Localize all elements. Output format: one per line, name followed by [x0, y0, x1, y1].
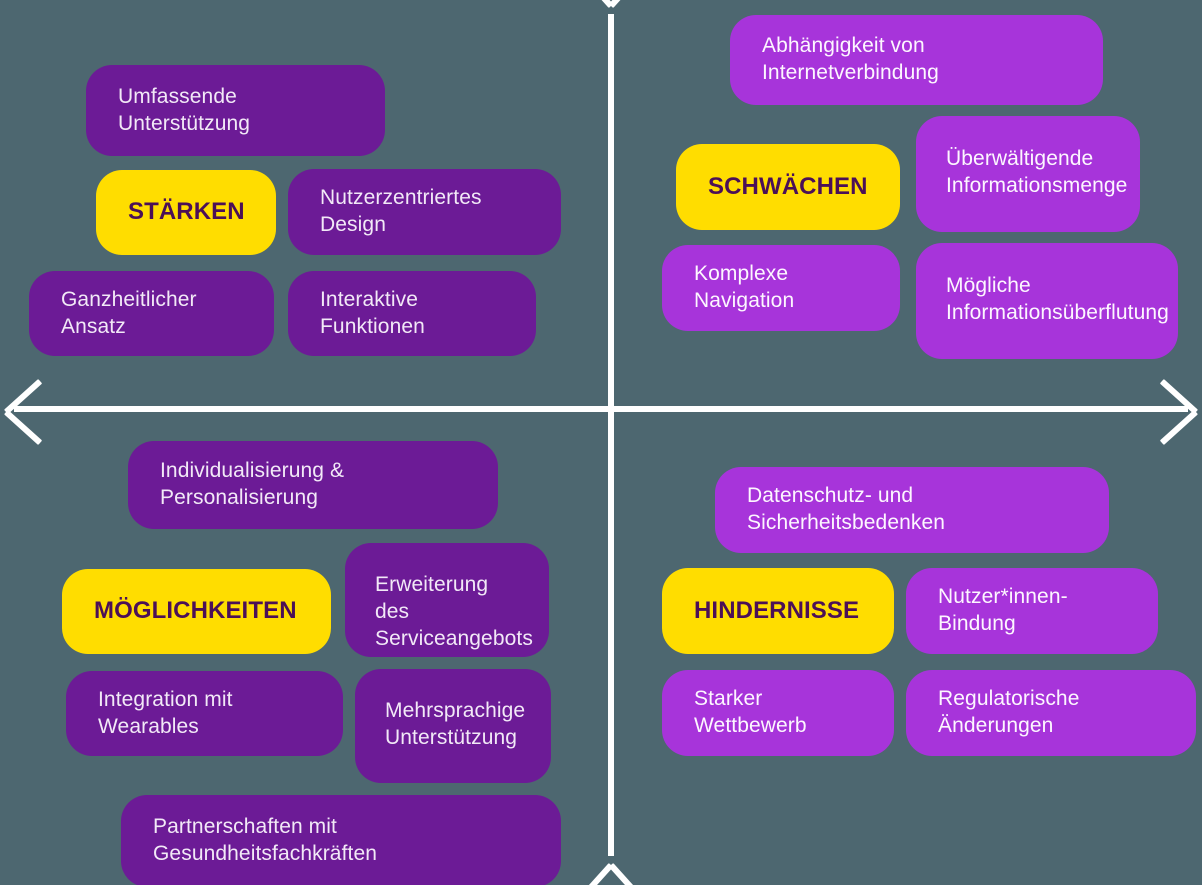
- swot-item-strength-3[interactable]: Ganzheitlicher Ansatz: [29, 271, 274, 356]
- swot-item-threat-4[interactable]: Regulatorische Änderungen: [906, 670, 1196, 756]
- swot-quadrant-label-strengths[interactable]: STÄRKEN: [96, 170, 276, 255]
- swot-item-label: Umfassende Unterstützung: [118, 84, 251, 135]
- swot-item-strength-1[interactable]: Umfassende Unterstützung: [86, 65, 385, 156]
- swot-item-opportunity-1[interactable]: Individualisierung & Personalisierung: [128, 441, 498, 529]
- swot-item-label: Mehrsprachige Unterstützung: [385, 699, 526, 749]
- swot-item-label: Überwältigende Informationsmenge: [946, 147, 1128, 197]
- swot-item-weakness-1[interactable]: Abhängigkeit von Internetverbindung: [730, 15, 1103, 105]
- swot-item-label: Komplexe Navigation: [694, 262, 795, 312]
- swot-item-weakness-4[interactable]: Mögliche Informationsüberflutung: [916, 243, 1178, 359]
- swot-item-label: Individualisierung & Personalisierung: [160, 459, 345, 509]
- swot-item-opportunity-5[interactable]: Partnerschaften mit Gesundheitsfachkräft…: [121, 795, 561, 885]
- swot-item-threat-3[interactable]: Starker Wettbewerb: [662, 670, 894, 756]
- swot-item-threat-2[interactable]: Nutzer*innen-Bindung: [906, 568, 1158, 654]
- swot-quadrant-label-weaknesses[interactable]: SCHWÄCHEN: [676, 144, 900, 230]
- swot-item-label: Regulatorische Änderungen: [938, 687, 1080, 737]
- swot-item-label: Ganzheitlicher Ansatz: [61, 287, 197, 338]
- swot-item-label: Partnerschaften mit Gesundheitsfachkräft…: [153, 815, 378, 865]
- vertical-axis-line: [608, 14, 614, 856]
- swot-item-strength-4[interactable]: Interaktive Funktionen: [288, 271, 536, 356]
- swot-item-weakness-2[interactable]: Überwältigende Informationsmenge: [916, 116, 1140, 232]
- horizontal-axis-line: [14, 406, 1188, 412]
- swot-item-weakness-3[interactable]: Komplexe Navigation: [662, 245, 900, 331]
- quadrant-label-text: STÄRKEN: [128, 198, 245, 226]
- swot-item-label: Erweiterung des Serviceangebots: [375, 573, 533, 650]
- swot-item-label: Integration mit Wearables: [98, 687, 233, 738]
- swot-item-label: Abhängigkeit von Internetverbindung: [762, 34, 939, 84]
- swot-item-label: Datenschutz- und Sicherheitsbedenken: [747, 484, 946, 534]
- quadrant-label-text: HINDERNISSE: [694, 596, 860, 624]
- swot-item-opportunity-3[interactable]: Integration mit Wearables: [66, 671, 343, 756]
- swot-item-label: Mögliche Informationsüberflutung: [946, 274, 1169, 324]
- swot-item-opportunity-2[interactable]: Erweiterung des Serviceangebots: [345, 543, 549, 657]
- swot-quadrant-label-opportunities[interactable]: MÖGLICHKEITEN: [62, 569, 331, 654]
- swot-quadrant-label-threats[interactable]: HINDERNISSE: [662, 568, 894, 654]
- swot-item-label: Starker Wettbewerb: [694, 687, 807, 737]
- quadrant-label-text: SCHWÄCHEN: [708, 172, 868, 200]
- swot-item-label: Nutzerzentriertes Design: [320, 186, 482, 236]
- swot-item-label: Nutzer*innen-Bindung: [938, 585, 1068, 635]
- swot-item-strength-2[interactable]: Nutzerzentriertes Design: [288, 169, 561, 255]
- quadrant-label-text: MÖGLICHKEITEN: [94, 597, 297, 625]
- swot-item-label: Interaktive Funktionen: [320, 287, 425, 338]
- swot-item-opportunity-4[interactable]: Mehrsprachige Unterstützung: [355, 669, 551, 783]
- swot-item-threat-1[interactable]: Datenschutz- und Sicherheitsbedenken: [715, 467, 1109, 553]
